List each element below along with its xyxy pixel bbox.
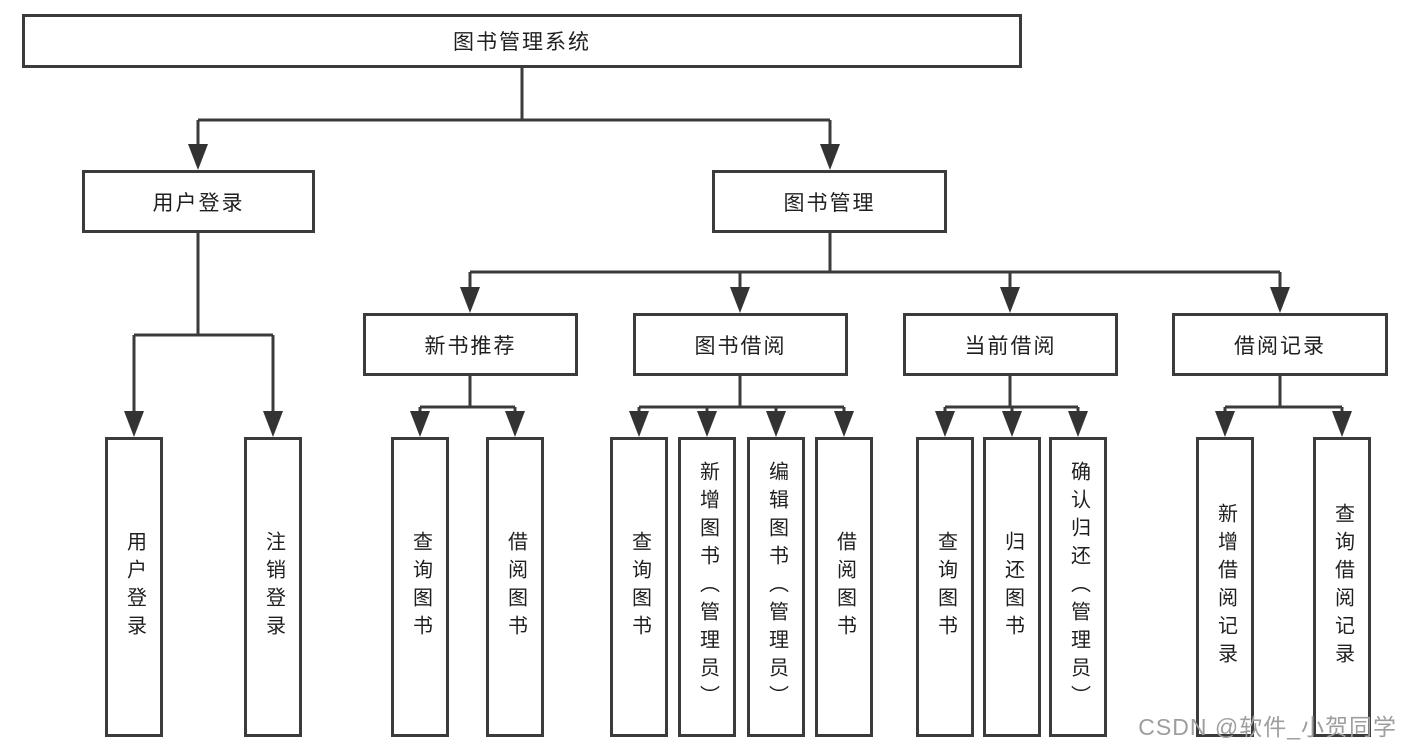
- arrow-down-icon: [1000, 287, 1020, 313]
- arrow-down-icon: [460, 287, 480, 313]
- leaf-label: 借阅图书: [833, 531, 856, 643]
- leaf-label: 新增图书（管理员）: [696, 461, 719, 713]
- leaf-add-borrow-record: 新增借阅记录: [1196, 437, 1254, 737]
- leaf-label: 注销登录: [262, 531, 285, 643]
- leaf-query-books-current: 查询图书: [916, 437, 974, 737]
- arrow-down-icon: [1270, 287, 1290, 313]
- node-user-login: 用户登录: [82, 170, 315, 233]
- arrow-down-icon: [410, 411, 430, 437]
- arrowheads: [124, 144, 1352, 437]
- arrow-down-icon: [730, 287, 750, 313]
- leaf-query-borrow-record: 查询借阅记录: [1313, 437, 1371, 737]
- leaf-label: 确认归还（管理员）: [1067, 461, 1090, 713]
- connector-login-to-leaves: [132, 233, 275, 425]
- arrow-down-icon: [935, 411, 955, 437]
- arrow-down-icon: [505, 411, 525, 437]
- leaf-borrow-books: 借阅图书: [815, 437, 873, 737]
- node-root-system: 图书管理系统: [22, 14, 1022, 68]
- arrow-down-icon: [820, 144, 840, 170]
- leaf-edit-books-admin: 编辑图书（管理员）: [747, 437, 805, 737]
- node-book-management: 图书管理: [712, 170, 947, 233]
- arrow-down-icon: [1068, 411, 1088, 437]
- leaf-add-books-admin: 新增图书（管理员）: [678, 437, 736, 737]
- arrow-down-icon: [629, 411, 649, 437]
- node-borrow-records: 借阅记录: [1172, 313, 1388, 376]
- connector-borrow-to-leaves: [637, 376, 846, 425]
- leaf-label: 查询图书: [409, 531, 432, 643]
- arrow-down-icon: [766, 411, 786, 437]
- arrow-down-icon: [263, 411, 283, 437]
- leaf-label: 查询图书: [934, 531, 957, 643]
- leaf-query-books-recommend: 查询图书: [391, 437, 449, 737]
- arrow-down-icon: [1215, 411, 1235, 437]
- connector-mgmt-to-level3: [468, 233, 1282, 301]
- connector-records-to-leaves: [1223, 376, 1344, 425]
- arrow-down-icon: [188, 144, 208, 170]
- leaf-query-books-borrow: 查询图书: [610, 437, 668, 737]
- leaf-label: 归还图书: [1001, 531, 1024, 643]
- leaf-label: 查询图书: [628, 531, 651, 643]
- leaf-logout: 注销登录: [244, 437, 302, 737]
- node-current-borrow: 当前借阅: [903, 313, 1118, 376]
- leaf-return-books: 归还图书: [983, 437, 1041, 737]
- arrow-down-icon: [1002, 411, 1022, 437]
- leaf-user-login: 用户登录: [105, 437, 163, 737]
- connector-root-to-level2: [196, 68, 832, 158]
- arrow-down-icon: [1332, 411, 1352, 437]
- arrow-down-icon: [697, 411, 717, 437]
- leaf-label: 查询借阅记录: [1331, 503, 1354, 671]
- leaf-label: 编辑图书（管理员）: [765, 461, 788, 713]
- connector-rec-to-leaves: [418, 376, 517, 425]
- leaf-borrow-books-recommend: 借阅图书: [486, 437, 544, 737]
- node-new-book-recommend: 新书推荐: [363, 313, 578, 376]
- leaf-label: 借阅图书: [504, 531, 527, 643]
- node-book-borrow: 图书借阅: [633, 313, 848, 376]
- arrow-down-icon: [834, 411, 854, 437]
- watermark-text: CSDN @软件_小贺同学: [1138, 714, 1397, 740]
- leaf-label: 用户登录: [123, 531, 146, 643]
- leaf-confirm-return-admin: 确认归还（管理员）: [1049, 437, 1107, 737]
- arrow-down-icon: [124, 411, 144, 437]
- leaf-label: 新增借阅记录: [1214, 503, 1237, 671]
